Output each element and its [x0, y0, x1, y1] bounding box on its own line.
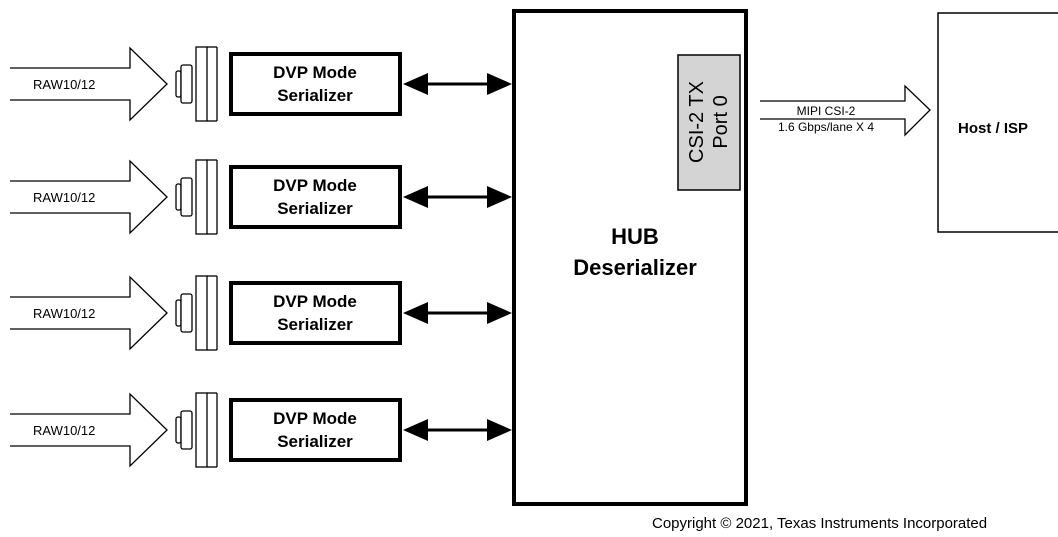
csi2-port-label: Port 0: [710, 95, 732, 148]
serializer-name-label: Serializer: [277, 315, 353, 334]
raw-input-label: RAW10/12: [33, 190, 95, 205]
raw-input-label: RAW10/12: [33, 77, 95, 92]
serializer-mode-label: DVP Mode: [273, 292, 357, 311]
raw-input-label: RAW10/12: [33, 423, 95, 438]
arrowhead-right-icon: [487, 186, 512, 208]
raw-input-arrow: [10, 275, 168, 351]
csi2-tx-port-block: [677, 54, 741, 191]
camera-lens-icon: [175, 299, 182, 327]
serializer-mode-label: DVP Mode: [273, 63, 357, 82]
host-isp-block: [937, 12, 1058, 233]
arrowhead-left-icon: [403, 73, 428, 95]
mipi-link-label: MIPI CSI-2: [797, 104, 856, 118]
dvp-serializer-block: [229, 52, 402, 116]
arrowhead-right-icon: [487, 73, 512, 95]
hub-title: HUB: [611, 224, 659, 249]
camera-lens-ring-icon: [180, 64, 193, 104]
dvp-serializer-block: [229, 281, 402, 345]
serializer-name-label: Serializer: [277, 86, 353, 105]
mipi-speed-label: 1.6 Gbps/lane X 4: [778, 120, 874, 134]
serializer-mode-label: DVP Mode: [273, 176, 357, 195]
camera-body-icon: [195, 159, 208, 235]
raw-input-arrow: [10, 159, 168, 235]
serializer-mode-label: DVP Mode: [273, 409, 357, 428]
raw-input-arrow: [10, 392, 168, 468]
camera-lens-icon: [175, 416, 182, 444]
host-isp-label: Host / ISP: [958, 120, 1028, 137]
camera-lens-ring-icon: [180, 410, 193, 450]
camera-lens-ring-icon: [180, 293, 193, 333]
camera-lens-icon: [175, 183, 182, 211]
serializer-name-label: Serializer: [277, 199, 353, 218]
copyright-notice: Copyright © 2021, Texas Instruments Inco…: [652, 515, 988, 532]
dvp-serializer-block: [229, 165, 402, 229]
dvp-serializer-block: [229, 398, 402, 462]
arrowhead-left-icon: [403, 302, 428, 324]
camera-lens-ring-icon: [180, 177, 193, 217]
arrowhead-left-icon: [403, 186, 428, 208]
arrowhead-right-icon: [487, 419, 512, 441]
arrowhead-left-icon: [403, 419, 428, 441]
camera-lens-icon: [175, 70, 182, 98]
csi2-tx-label: CSI-2 TX: [686, 81, 708, 163]
raw-input-label: RAW10/12: [33, 306, 95, 321]
camera-body-icon: [195, 46, 208, 122]
hub-subtitle: Deserializer: [573, 255, 697, 280]
arrowhead-right-icon: [487, 302, 512, 324]
serializer-name-label: Serializer: [277, 432, 353, 451]
camera-body-icon: [195, 392, 208, 468]
raw-input-arrow: [10, 46, 168, 122]
camera-body-icon: [195, 275, 208, 351]
mipi-output-arrow: [760, 84, 931, 137]
